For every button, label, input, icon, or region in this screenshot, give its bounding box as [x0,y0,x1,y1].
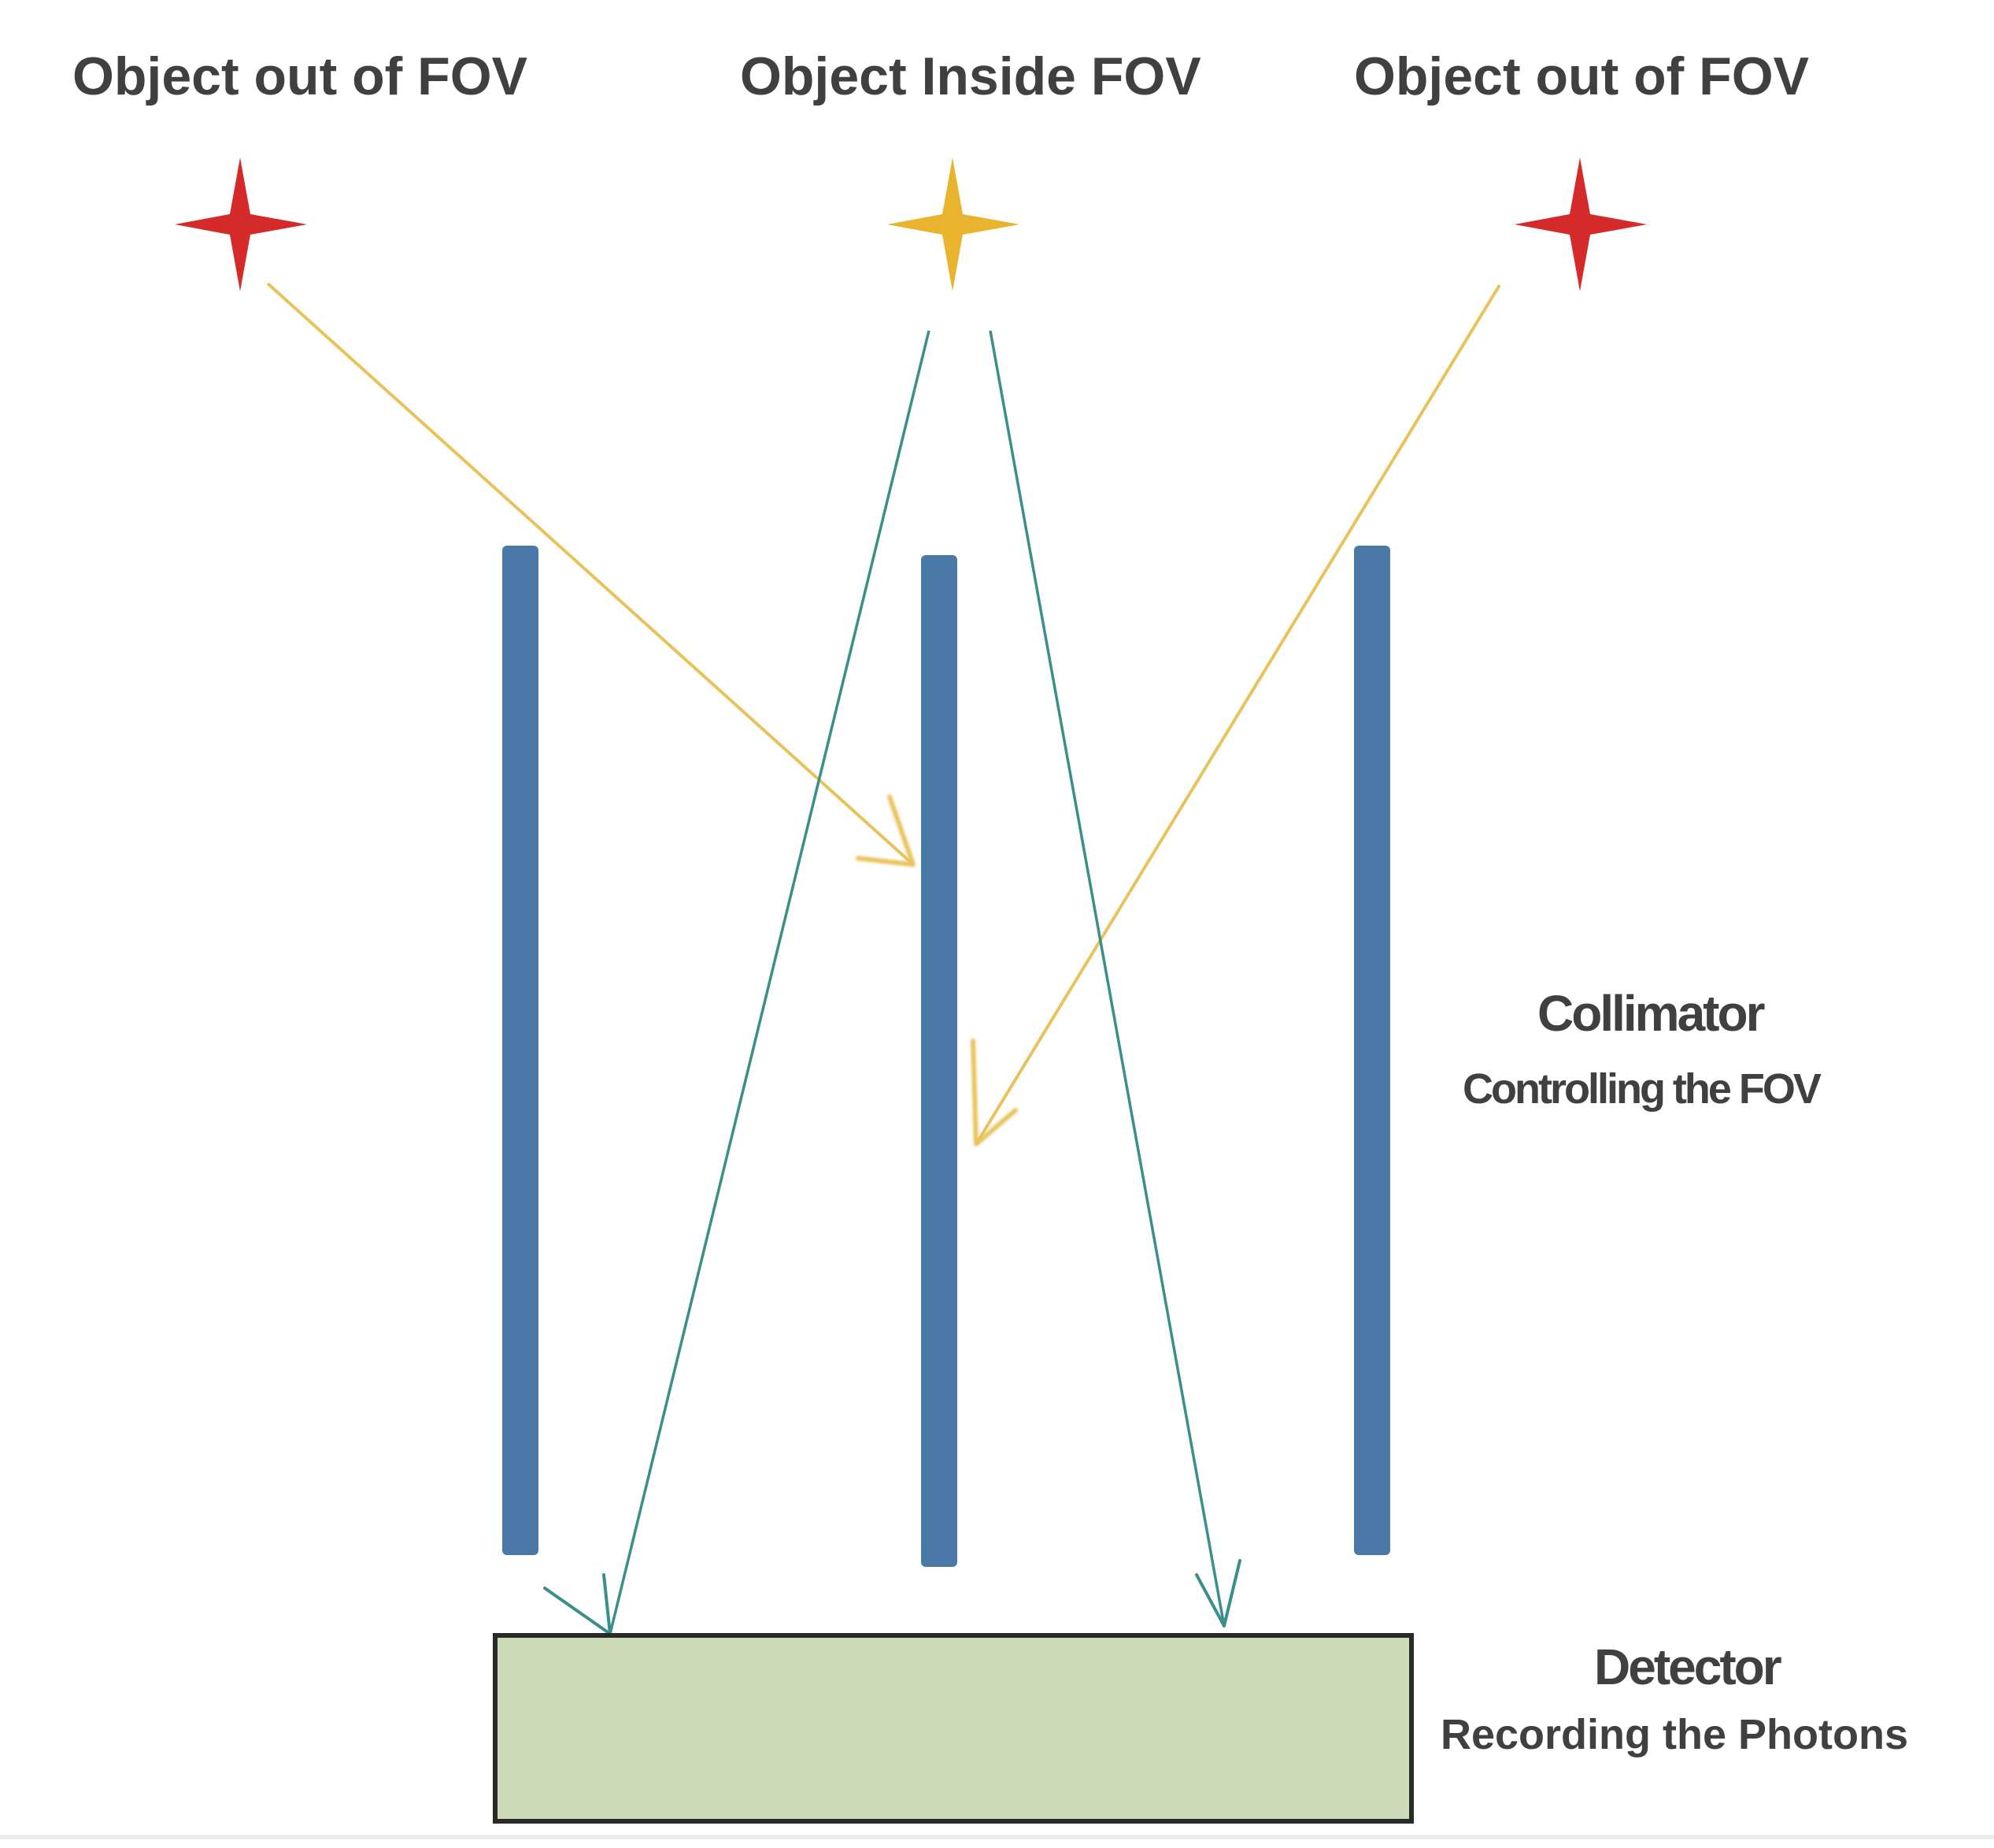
accepted-ray-right [989,330,1241,1628]
bottom-divider [0,1835,1994,1839]
blocked-ray-left [266,282,916,867]
star-icon-right [1515,157,1647,291]
collimator-title: Collimator [1537,985,1765,1042]
object-label-left: Object out of FOV [72,46,527,106]
collimator-bar-middle [921,555,957,1567]
accepted-ray-left [543,330,930,1635]
collimator-bar-left [502,546,538,1555]
collimator-subtitle: Controlling the FOV [1463,1065,1822,1113]
object-label-center: Object Inside FOV [740,46,1201,106]
detector-title: Detector [1594,1639,1782,1695]
star-icon-left [175,157,307,291]
detector-box [493,1633,1414,1824]
object-label-right: Object out of FOV [1354,46,1809,106]
detector-subtitle: Recording the Photons [1441,1711,1908,1758]
collimator-bar-right [1354,546,1390,1555]
star-icon-center [887,157,1019,291]
blocked-ray-right [971,283,1501,1146]
